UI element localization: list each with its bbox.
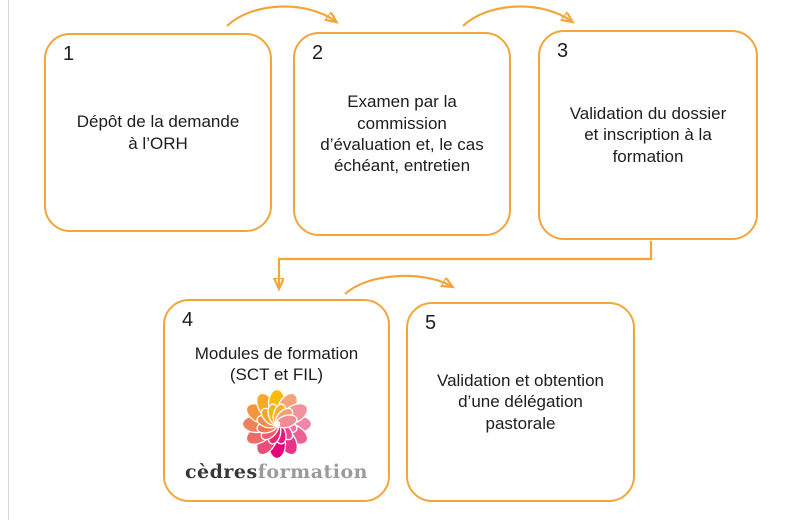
arrow-step3-to-step4-icon — [279, 241, 653, 287]
arrow-step2-to-step3-icon — [462, 5, 571, 27]
step-box-2: 2 Examen par la commission d’évaluation … — [293, 32, 511, 236]
step-box-5: 5 Validation et obtention d’une délégati… — [406, 302, 635, 502]
step-text: Examen par la commission d’évaluation et… — [320, 92, 484, 176]
arrow-step1-to-step2-icon — [226, 5, 335, 27]
step-box-4: 4 Modules de formation (SCT et FIL) cèdr… — [163, 299, 390, 502]
step-number: 4 — [182, 309, 194, 331]
cedres-formation-wordmark: cèdresformation — [184, 460, 368, 483]
page-edge-line — [8, 0, 9, 520]
wordmark-formation: formation — [257, 460, 368, 483]
step-number: 1 — [63, 43, 75, 65]
step-box-3: 3 Validation du dossier et inscription à… — [538, 30, 758, 240]
arrow-step4-to-step5-icon — [344, 274, 451, 295]
step-box-1: 1 Dépôt de la demande à l’ORH — [44, 33, 272, 232]
step-number: 2 — [312, 42, 324, 64]
step-text: Validation du dossier et inscription à l… — [569, 103, 727, 166]
step-number: 3 — [557, 40, 569, 62]
cedres-formation-flower-icon — [241, 388, 312, 459]
wordmark-cedres: cèdres — [184, 460, 258, 483]
step-text: Dépôt de la demande à l’ORH — [76, 112, 240, 153]
step-text: Modules de formation (SCT et FIL) — [194, 344, 359, 385]
step-text: Validation et obtention d’une délégation… — [437, 370, 604, 433]
step-number: 5 — [425, 312, 437, 334]
